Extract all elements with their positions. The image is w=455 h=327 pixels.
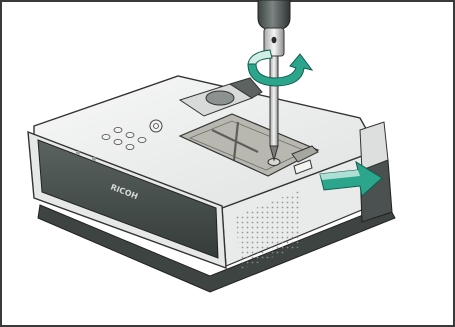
- control-button: [114, 139, 122, 144]
- dial-button: [150, 120, 162, 132]
- control-button: [102, 134, 110, 139]
- indicator-led: [92, 157, 96, 161]
- indicator-led: [76, 151, 80, 155]
- control-button: [126, 132, 134, 137]
- control-button: [114, 127, 122, 132]
- control-button: [138, 137, 146, 142]
- control-button: [126, 144, 134, 149]
